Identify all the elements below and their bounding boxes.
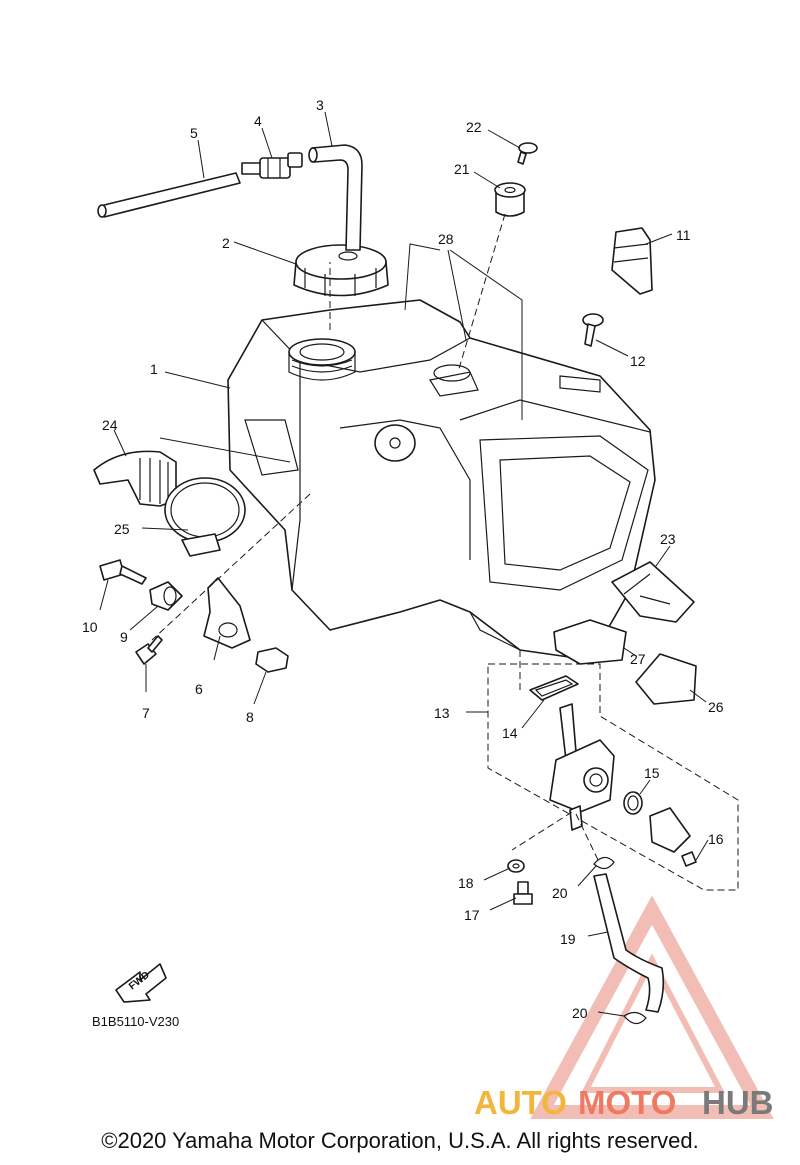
screw-17: [513, 881, 533, 905]
callout-11: 11: [676, 227, 691, 243]
copyright-notice: ©2020 Yamaha Motor Corporation, U.S.A. A…: [101, 1128, 699, 1153]
callout-24: 24: [102, 417, 118, 433]
callout-10: 10: [82, 619, 98, 635]
bolt-rear: [582, 313, 604, 347]
screw-top: [517, 142, 538, 165]
callout-17: 17: [464, 907, 480, 923]
callout-25: 25: [114, 521, 130, 537]
callout-18: 18: [458, 875, 474, 891]
washer-18: [507, 859, 525, 873]
tank-band: [164, 477, 246, 557]
bolt-10: [99, 559, 147, 585]
gasket-14: [529, 675, 579, 701]
collar-8: [255, 647, 289, 673]
fuel-tank: [227, 299, 656, 661]
callout-16: 16: [708, 831, 724, 847]
damper-9: [149, 581, 183, 611]
fuel-cap: [293, 244, 389, 297]
rubber-bracket: [611, 227, 653, 295]
callout-9: 9: [120, 629, 128, 645]
watermark-auto: AUTO: [474, 1084, 567, 1121]
pad-27: [553, 619, 627, 665]
callout-27: 27: [630, 651, 646, 667]
watermark-hub: HUB: [702, 1084, 774, 1121]
o-ring: [623, 791, 643, 815]
callout-22: 22: [466, 119, 482, 135]
callout-7: 7: [142, 705, 150, 721]
fuel-hose: [593, 873, 665, 1013]
tank-damper: [93, 450, 177, 507]
callout-23: 23: [660, 531, 676, 547]
watermark-logo: [530, 895, 774, 1119]
breather-valve: [241, 152, 303, 179]
callout-8: 8: [246, 709, 254, 725]
callout-19: 19: [560, 931, 576, 947]
callout-12: 12: [630, 353, 646, 369]
hose-clip-lower: [623, 1011, 647, 1025]
watermark-text: AUTO MOTO HUB: [474, 1084, 774, 1121]
callout-3: 3: [316, 97, 324, 113]
breather-hose: [308, 144, 363, 251]
callout-20-upper: 20: [552, 885, 568, 901]
callout-4: 4: [254, 113, 262, 129]
callout-2: 2: [222, 235, 230, 251]
alignment-lines: [151, 213, 599, 861]
protector-23: [611, 561, 695, 623]
leader-lines: [99, 111, 709, 1017]
fuel-cock-plate: [649, 807, 697, 867]
callout-5: 5: [190, 125, 198, 141]
vent-hose: [97, 172, 241, 218]
hose-clip-upper: [593, 856, 615, 870]
mount-bracket: [203, 577, 251, 649]
callout-14: 14: [502, 725, 518, 741]
callout-13: 13: [434, 705, 450, 721]
callout-20-lower: 20: [572, 1005, 588, 1021]
collar: [494, 182, 526, 217]
callouts: 1 2 3 4 5 6 7 8 9 10 11 12 13 14 15 16 1…: [82, 97, 724, 1021]
fwd-arrow-icon: FWD: [115, 963, 167, 1003]
callout-1: 1: [150, 361, 158, 377]
watermark-moto: MOTO: [578, 1084, 676, 1121]
diagram-code: B1B5110-V230: [92, 1014, 179, 1029]
fuel-cock: [549, 703, 615, 831]
pad-26: [635, 653, 697, 705]
callout-15: 15: [644, 765, 660, 781]
bolt-7: [135, 635, 163, 665]
callout-28: 28: [438, 231, 454, 247]
callout-26: 26: [708, 699, 724, 715]
callout-6: 6: [195, 681, 203, 697]
filler-neck: [288, 338, 356, 381]
callout-21: 21: [454, 161, 470, 177]
